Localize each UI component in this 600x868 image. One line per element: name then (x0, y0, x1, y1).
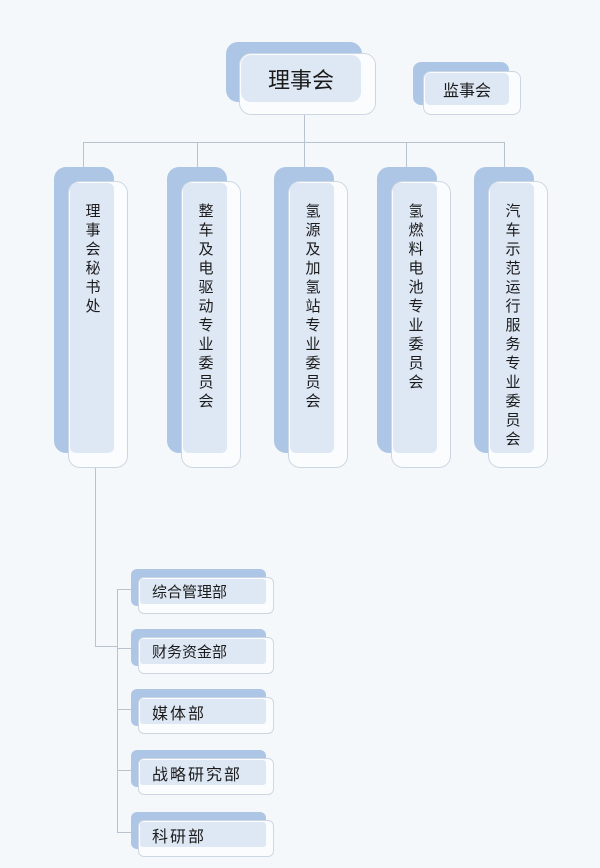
committee-hydrogen-station-label: 氢源及加氢站专业委员会 (303, 203, 322, 412)
committee-fuel-cell: 氢燃料电池专业委员会 (377, 167, 451, 468)
connector-council-down (304, 114, 305, 142)
dept-general-management-label: 综合管理部 (152, 583, 228, 601)
committee-vehicle-drive-label: 整车及电驱动专业委员会 (196, 203, 215, 412)
committee-hydrogen-station: 氢源及加氢站专业委员会 (274, 167, 348, 468)
dept-media-label: 媒体部 (152, 703, 207, 723)
dept-scientific-research: 科研部 (131, 812, 274, 857)
connector-department-spine (117, 589, 118, 832)
dept-media: 媒体部 (131, 689, 274, 734)
dept-finance-label: 财务资金部 (152, 643, 228, 661)
connector-horizontal-bar (83, 142, 504, 143)
connector-dept-2 (117, 648, 139, 649)
committee-vehicle-drive: 整车及电驱动专业委员会 (167, 167, 241, 468)
committee-secretariat: 理事会秘书处 (54, 167, 128, 468)
connector-dept-1 (117, 589, 139, 590)
council-node: 理事会 (226, 42, 376, 115)
connector-dept-4 (117, 770, 139, 771)
committee-demonstration-service: 汽车示范运行服务专业委员会 (474, 167, 548, 468)
dept-strategy-research-label: 战略研究部 (152, 764, 243, 784)
committee-demonstration-service-label: 汽车示范运行服务专业委员会 (503, 203, 522, 450)
connector-drop-3 (304, 142, 305, 167)
connector-dept-3 (117, 709, 139, 710)
committee-fuel-cell-label: 氢燃料电池专业委员会 (406, 203, 425, 393)
committee-secretariat-label: 理事会秘书处 (83, 203, 102, 317)
connector-secretariat-down (95, 466, 96, 646)
supervisory-board-label: 监事会 (442, 81, 491, 100)
connector-secretariat-branch (95, 646, 117, 647)
dept-strategy-research: 战略研究部 (131, 750, 274, 795)
dept-general-management: 综合管理部 (131, 569, 274, 614)
council-label: 理事会 (267, 68, 334, 94)
dept-finance: 财务资金部 (131, 629, 274, 674)
dept-scientific-research-label: 科研部 (152, 826, 207, 846)
connector-drop-2 (197, 142, 198, 167)
connector-dept-5 (117, 832, 139, 833)
connector-drop-4 (406, 142, 407, 167)
connector-drop-1 (83, 142, 84, 167)
connector-drop-5 (504, 142, 505, 167)
supervisory-board-node: 监事会 (413, 62, 521, 115)
